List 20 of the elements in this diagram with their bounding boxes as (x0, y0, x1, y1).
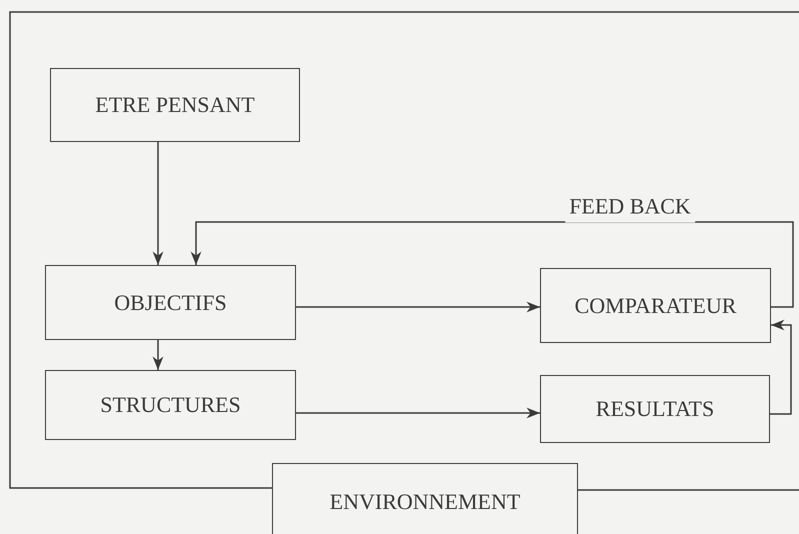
box-label: COMPARATEUR (574, 292, 736, 320)
box-label: RESULTATS (596, 395, 714, 423)
connector-line (578, 489, 799, 491)
process-box (540, 375, 770, 443)
arrow (190, 221, 794, 308)
process-box (540, 268, 771, 343)
arrow (770, 320, 792, 415)
process-box (45, 265, 296, 340)
process-box (272, 463, 578, 534)
box-label: ETRE PENSANT (95, 91, 255, 119)
process-box (45, 370, 296, 440)
arrow (152, 142, 164, 265)
connector-line (9, 11, 799, 489)
arrow (152, 340, 164, 370)
process-box (50, 68, 300, 142)
arrow (296, 408, 540, 418)
arrow (296, 302, 540, 312)
box-label: OBJECTIFS (114, 288, 227, 316)
box-label: STRUCTURES (100, 391, 241, 419)
box-label: ENVIRONNEMENT (330, 488, 520, 516)
